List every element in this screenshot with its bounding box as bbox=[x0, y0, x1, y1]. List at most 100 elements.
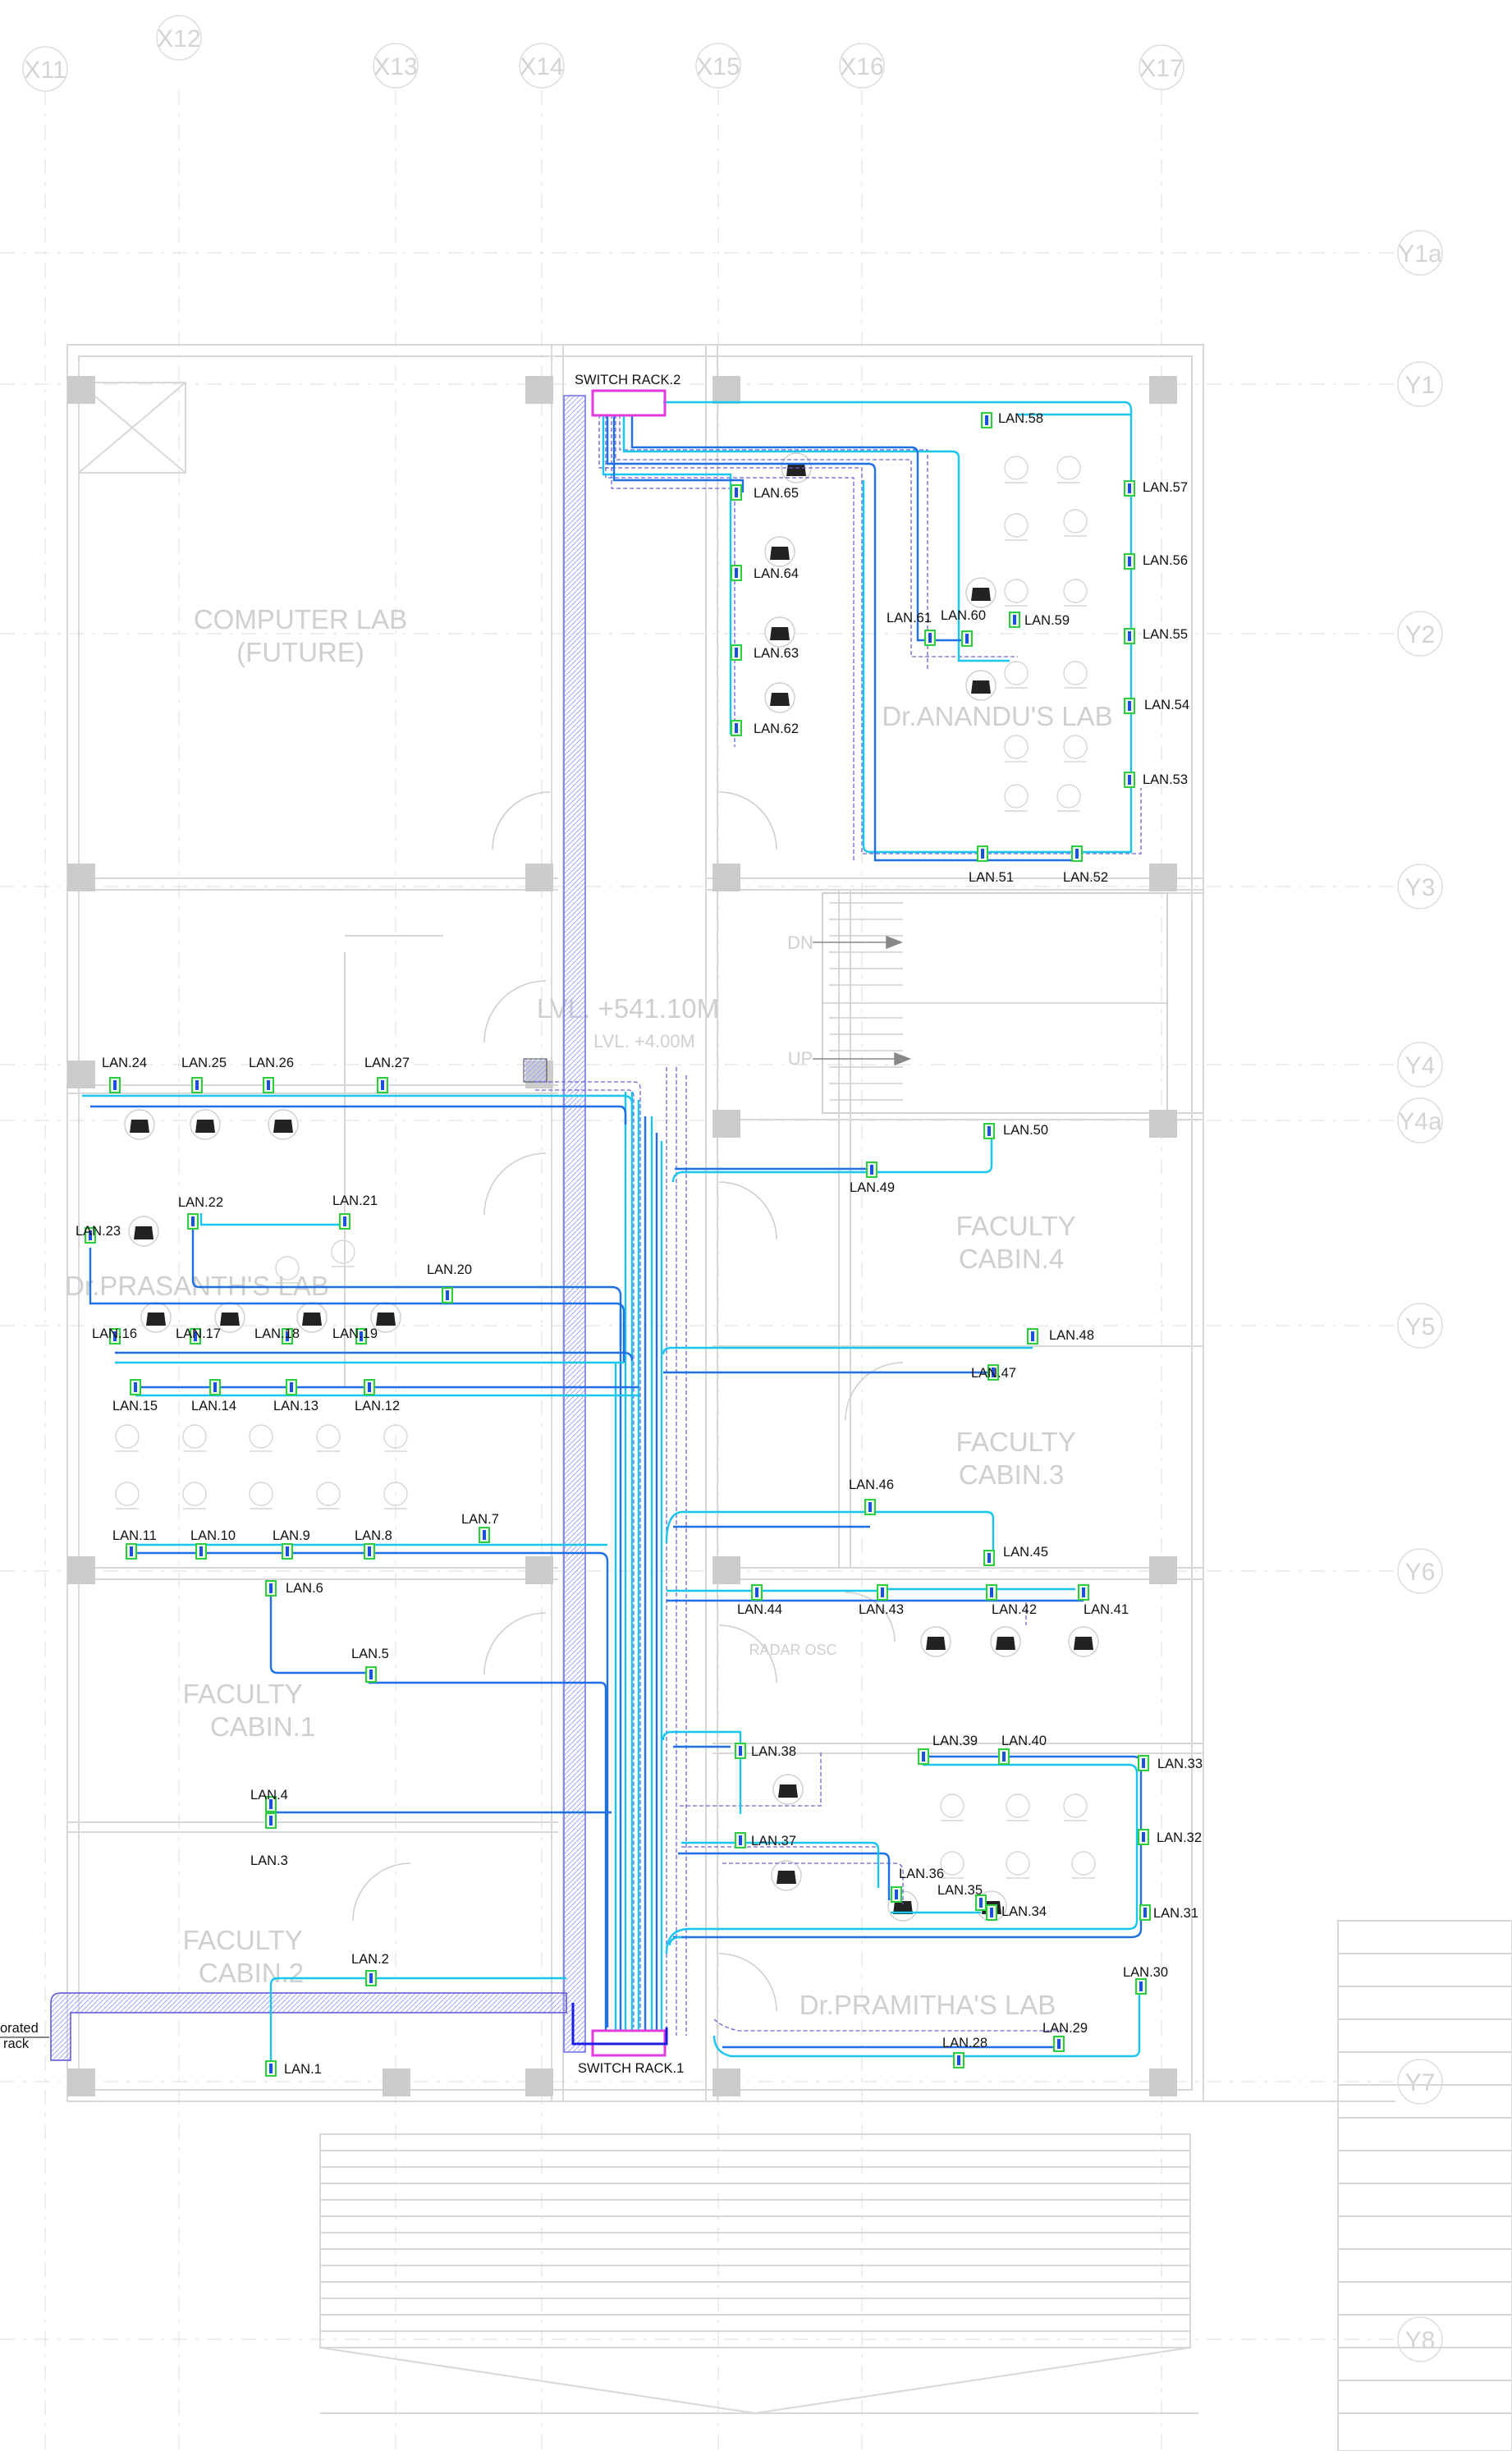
lan-outlet[interactable]: LAN.2 bbox=[351, 1952, 389, 1986]
lan-outlet[interactable]: LAN.3 bbox=[250, 1812, 288, 1868]
lan-outlet-label: LAN.42 bbox=[992, 1602, 1037, 1617]
workstation-screen bbox=[302, 1313, 322, 1326]
lan-outlet[interactable]: LAN.45 bbox=[983, 1545, 1048, 1566]
chair bbox=[182, 1424, 207, 1452]
lan-outlet[interactable]: LAN.59 bbox=[1009, 612, 1070, 628]
lan-outlet[interactable]: LAN.46 bbox=[849, 1477, 894, 1515]
lan-outlet[interactable]: LAN.19 bbox=[332, 1326, 378, 1345]
chair-seat bbox=[249, 1482, 273, 1506]
workstation-monitor bbox=[965, 577, 997, 608]
lan-outlet[interactable]: LAN.49 bbox=[850, 1161, 895, 1195]
lan-outlet[interactable]: LAN.43 bbox=[859, 1584, 904, 1617]
lan-outlet[interactable]: LAN.51 bbox=[969, 845, 1014, 885]
lan-outlet[interactable]: LAN.15 bbox=[112, 1379, 158, 1413]
lan-outlet[interactable]: LAN.62 bbox=[731, 720, 799, 736]
workstation-screen bbox=[770, 547, 790, 560]
lan-outlet[interactable]: LAN.22 bbox=[178, 1195, 223, 1230]
lan-outlet[interactable]: LAN.64 bbox=[731, 565, 799, 581]
lan-outlet[interactable]: LAN.8 bbox=[355, 1528, 392, 1560]
lan-outlet[interactable]: LAN.44 bbox=[737, 1584, 782, 1617]
cable-run bbox=[673, 1755, 1143, 1939]
lan-outlet[interactable]: LAN.14 bbox=[191, 1379, 236, 1413]
lan-outlet[interactable]: LAN.1 bbox=[265, 2060, 322, 2077]
lan-outlet-port bbox=[992, 1368, 995, 1377]
lan-outlet[interactable]: LAN.4 bbox=[250, 1788, 288, 1812]
lan-outlet[interactable]: LAN.60 bbox=[941, 608, 986, 647]
lan-outlet[interactable]: LAN.28 bbox=[942, 2036, 987, 2068]
lan-outlet[interactable]: LAN.18 bbox=[254, 1326, 300, 1345]
lan-outlet[interactable]: LAN.10 bbox=[190, 1528, 236, 1560]
lan-outlet[interactable]: LAN.50 bbox=[983, 1123, 1048, 1139]
lan-outlet[interactable]: LAN.13 bbox=[273, 1379, 318, 1413]
dashed-tray-run bbox=[722, 1862, 904, 1904]
lan-outlet[interactable]: LAN.40 bbox=[998, 1734, 1047, 1765]
structural-column bbox=[67, 2068, 95, 2096]
dashed-tray-run bbox=[598, 415, 1142, 854]
lan-outlet[interactable]: LAN.16 bbox=[92, 1326, 137, 1345]
chair bbox=[1063, 1794, 1088, 1821]
lan-outlet[interactable]: LAN.26 bbox=[249, 1056, 294, 1093]
lan-outlet[interactable]: LAN.35 bbox=[937, 1883, 987, 1911]
lan-outlet[interactable]: LAN.25 bbox=[181, 1056, 227, 1093]
lan-outlet[interactable]: LAN.48 bbox=[1027, 1328, 1094, 1345]
lan-outlet[interactable]: LAN.24 bbox=[102, 1056, 147, 1093]
lan-outlet[interactable]: LAN.54 bbox=[1124, 698, 1189, 714]
lan-outlet[interactable]: LAN.27 bbox=[364, 1056, 410, 1093]
workstation-monitor bbox=[772, 1774, 804, 1805]
lan-outlet-label: LAN.2 bbox=[351, 1952, 389, 1967]
lan-outlet-label: LAN.5 bbox=[351, 1647, 389, 1661]
grid-bubble-row: Y4a bbox=[1397, 1097, 1443, 1143]
lan-outlet[interactable]: LAN.39 bbox=[918, 1734, 978, 1765]
lan-outlet[interactable]: LAN.12 bbox=[355, 1379, 400, 1413]
lan-outlet[interactable]: LAN.32 bbox=[1138, 1829, 1202, 1845]
lan-outlet[interactable]: LAN.7 bbox=[461, 1512, 499, 1543]
lan-outlet[interactable]: LAN.30 bbox=[1123, 1965, 1168, 1995]
lan-outlet[interactable]: LAN.52 bbox=[1063, 845, 1108, 885]
workstation-monitor bbox=[764, 616, 795, 648]
lan-outlet[interactable]: LAN.29 bbox=[1042, 2021, 1088, 2052]
lan-outlet[interactable]: LAN.55 bbox=[1124, 627, 1188, 644]
lan-outlet[interactable]: LAN.56 bbox=[1124, 553, 1188, 570]
structural-column bbox=[1149, 376, 1177, 404]
lan-outlet[interactable]: LAN.31 bbox=[1139, 1904, 1198, 1921]
lan-outlet[interactable]: LAN.65 bbox=[731, 484, 799, 501]
room-label-faculty-cabin-2: FACULTY CABIN.2 bbox=[183, 1925, 310, 1988]
lan-outlet[interactable]: LAN.33 bbox=[1138, 1755, 1203, 1771]
workstation-screen bbox=[971, 588, 991, 601]
perforated-tray-label: orated bbox=[0, 2021, 39, 2036]
lan-outlet[interactable]: LAN.20 bbox=[427, 1262, 472, 1303]
lan-outlet[interactable]: LAN.47 bbox=[971, 1364, 1016, 1381]
chair-seat bbox=[940, 1794, 964, 1818]
grid-bubble-row: Y5 bbox=[1397, 1303, 1443, 1349]
lan-outlet-label: LAN.44 bbox=[737, 1602, 782, 1617]
lan-outlet[interactable]: LAN.36 bbox=[891, 1867, 944, 1903]
lan-outlet[interactable]: LAN.63 bbox=[731, 644, 799, 661]
lan-outlet[interactable]: LAN.11 bbox=[112, 1528, 157, 1560]
lan-outlet[interactable]: LAN.5 bbox=[351, 1647, 389, 1683]
lan-outlet[interactable]: LAN.61 bbox=[887, 611, 936, 646]
grid-bubble-circle bbox=[1397, 1303, 1443, 1349]
lan-outlet-port bbox=[868, 1502, 872, 1512]
lan-outlet[interactable]: LAN.21 bbox=[332, 1193, 378, 1230]
lan-outlet[interactable]: LAN.34 bbox=[986, 1904, 1047, 1921]
stair-down-label: DN bbox=[787, 932, 813, 953]
lan-outlet[interactable]: LAN.6 bbox=[265, 1580, 323, 1597]
chair bbox=[940, 1851, 964, 1879]
lan-outlet[interactable]: LAN.37 bbox=[735, 1832, 796, 1849]
lan-outlet[interactable]: LAN.57 bbox=[1124, 480, 1188, 497]
lan-outlet[interactable]: LAN.17 bbox=[176, 1326, 221, 1345]
lan-outlet-port bbox=[368, 1546, 371, 1556]
switch-rack-2[interactable] bbox=[591, 389, 667, 417]
lan-outlet[interactable]: LAN.53 bbox=[1124, 772, 1188, 788]
workstation-monitor bbox=[764, 682, 795, 713]
lan-outlet[interactable]: LAN.42 bbox=[986, 1584, 1037, 1617]
chair-seat bbox=[1006, 1851, 1030, 1876]
workstation-screen bbox=[273, 1120, 293, 1133]
lan-outlet[interactable]: LAN.9 bbox=[273, 1528, 310, 1560]
lan-outlet[interactable]: LAN.41 bbox=[1078, 1584, 1129, 1617]
perforated-tray-label: rack bbox=[3, 2036, 30, 2051]
lan-outlet[interactable]: LAN.23 bbox=[76, 1224, 121, 1244]
lan-outlet[interactable]: LAN.38 bbox=[735, 1743, 796, 1759]
chair-seat bbox=[1063, 509, 1088, 534]
lan-outlet[interactable]: LAN.58 bbox=[981, 411, 1043, 428]
